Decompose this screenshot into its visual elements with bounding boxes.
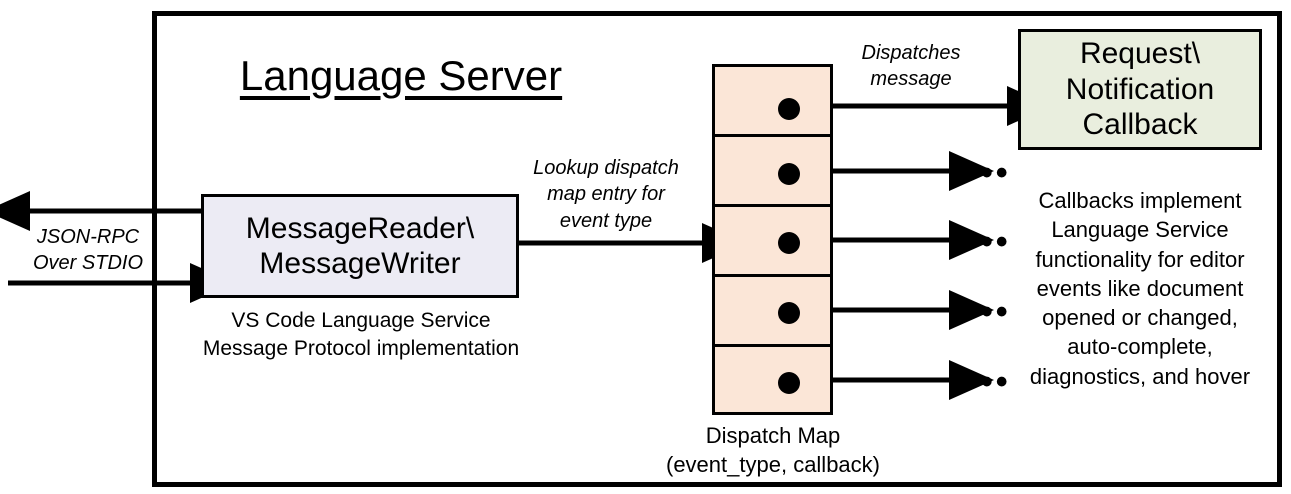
dispatch-map-row-dot — [778, 163, 800, 185]
language-server-boundary — [152, 11, 1282, 487]
dispatches-message-edge-label: Dispatches message — [861, 42, 961, 90]
callback-caption: Callbacks implement Language Service fun… — [1029, 188, 1251, 389]
dispatch-map-caption: Dispatch Map (event_type, callback) — [666, 423, 880, 478]
dispatch-target-ellipsis-2: ••• — [966, 154, 1011, 192]
dispatch-target-ellipsis-5: ••• — [966, 363, 1011, 401]
request-notification-callback-box[interactable]: Request\ Notification Callback — [1018, 29, 1262, 150]
dispatch-map-row-dot — [778, 98, 800, 120]
diagram-title: Language Server — [239, 52, 563, 99]
dispatch-target-ellipsis-3: ••• — [966, 223, 1011, 261]
dispatch-target-ellipsis-4: ••• — [966, 293, 1011, 331]
dispatch-map-table[interactable] — [712, 64, 833, 415]
dispatch-map-divider — [712, 204, 833, 207]
dispatch-map-row-dot — [778, 302, 800, 324]
dispatch-map-row-dot — [778, 232, 800, 254]
json-rpc-edge-label: JSON-RPC Over STDIO — [32, 226, 143, 274]
dispatch-map-divider — [712, 344, 833, 347]
message-reader-writer-caption: VS Code Language Service Message Protoco… — [202, 309, 520, 360]
dispatch-map-divider — [712, 134, 833, 137]
lookup-edge-label: Lookup dispatch map entry for event type — [533, 157, 679, 232]
dispatch-map-divider — [712, 274, 833, 277]
dispatch-map-row-dot — [778, 372, 800, 394]
message-reader-writer-box[interactable]: MessageReader\ MessageWriter — [201, 194, 519, 298]
